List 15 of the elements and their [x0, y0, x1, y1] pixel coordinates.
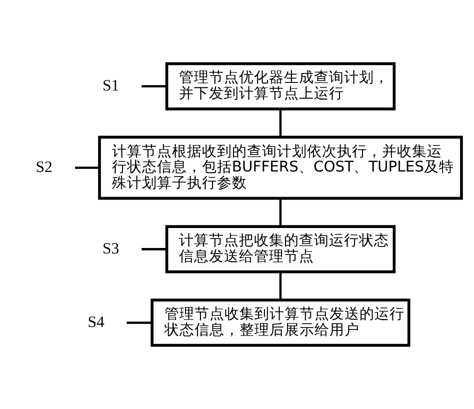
node-text: S2: [35, 158, 52, 176]
connector: [141, 85, 166, 88]
node-text: S1: [102, 77, 119, 94]
connector: [141, 248, 166, 250]
node-box: 计算节点根据收到的查询计划依次执行，并收集运行状态信息，包括BUFFERS、COST、TUPLES及特殊计划算子执行参数: [98, 136, 462, 200]
node-box: 管理节点优化器生成查询计划，并下发到计算节点上运行: [164, 62, 396, 110]
connector: [126, 322, 152, 324]
node-box: 计算节点把收集的查询运行状态信息发送给管理节点: [164, 225, 396, 274]
node-text: S4: [87, 314, 104, 331]
node-box: 管理节点收集到计算节点发送的运行状态信息，整理后展示给用户: [150, 298, 410, 347]
connector: [278, 109, 282, 137]
connector: [278, 272, 282, 300]
node-text: S3: [102, 240, 119, 258]
connector: [278, 198, 282, 226]
connector: [74, 166, 99, 169]
